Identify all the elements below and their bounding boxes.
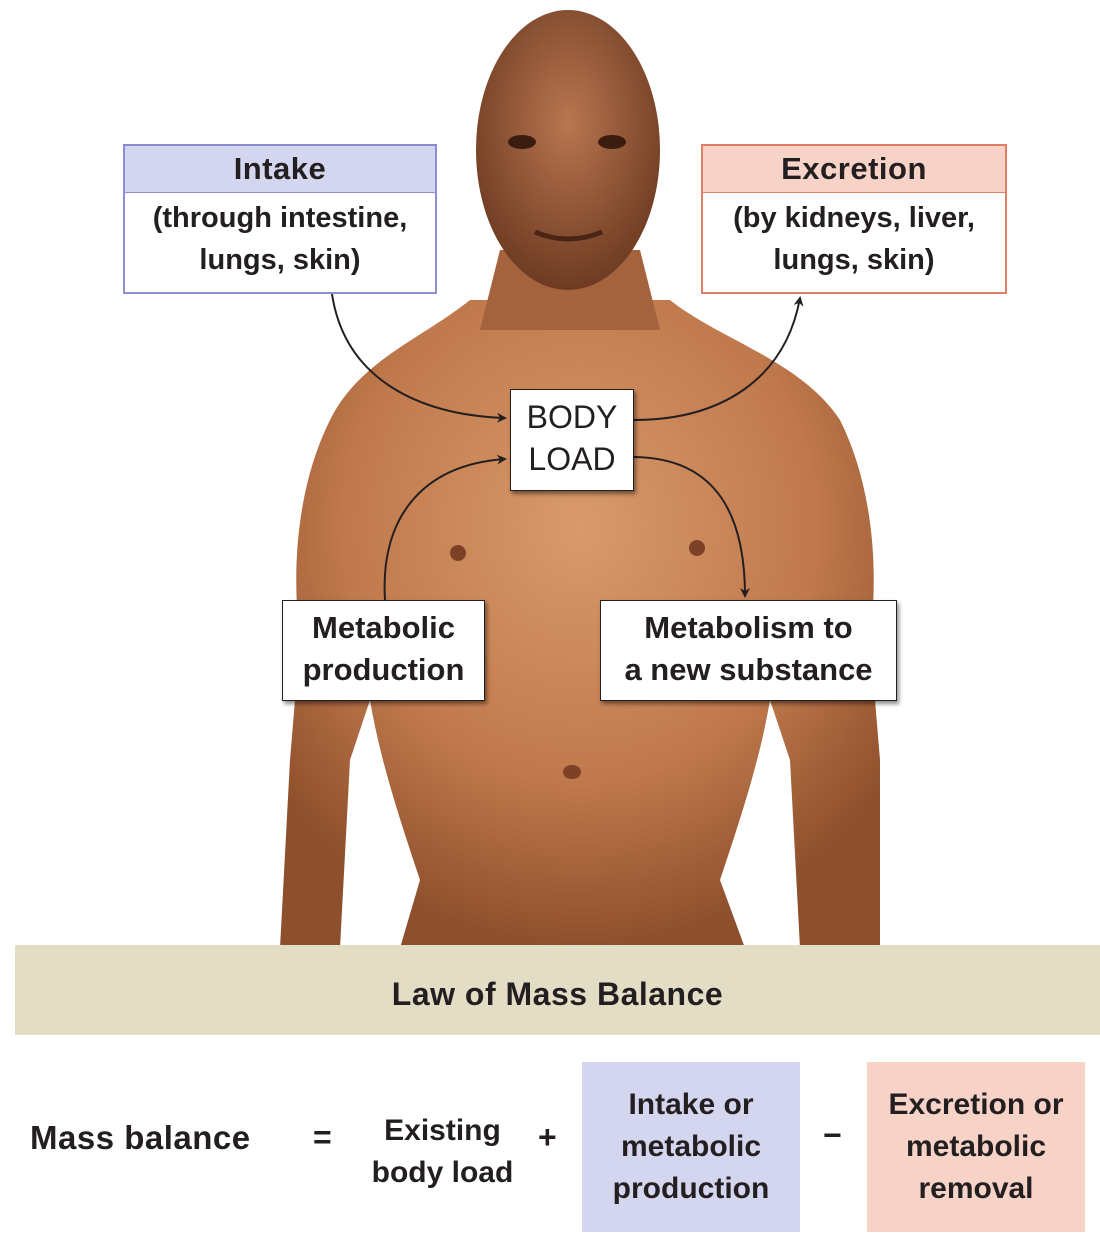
head-shape bbox=[476, 10, 660, 290]
excretion-detail-line2: lungs, skin) bbox=[703, 239, 1005, 281]
mass-balance-panel: Law of Mass Balance Mass balance = Exist… bbox=[15, 945, 1100, 1252]
existing-body-load-term: Existing body load bbox=[350, 1110, 535, 1194]
law-title: Law of Mass Balance bbox=[15, 945, 1100, 1035]
body-load-line1: BODY bbox=[511, 396, 633, 438]
existing-line1: Existing bbox=[350, 1110, 535, 1152]
minus-sign: − bbox=[823, 1114, 842, 1156]
excretion-term-line2: metabolic bbox=[867, 1126, 1085, 1168]
equals-sign: = bbox=[313, 1116, 332, 1158]
excretion-term-line1: Excretion or bbox=[867, 1084, 1085, 1126]
plus-sign: + bbox=[538, 1116, 557, 1158]
body-load-line2: LOAD bbox=[511, 438, 633, 480]
body-figure: Intake (through intestine, lungs, skin) … bbox=[0, 0, 1100, 950]
intake-term-line2: metabolic bbox=[582, 1126, 800, 1168]
intake-detail-line2: lungs, skin) bbox=[125, 239, 435, 281]
excretion-box: Excretion (by kidneys, liver, lungs, ski… bbox=[701, 144, 1007, 294]
body-load-box: BODY LOAD bbox=[510, 389, 634, 491]
intake-production-term: Intake or metabolic production bbox=[582, 1062, 800, 1232]
excretion-title: Excretion bbox=[703, 146, 1005, 193]
metabolism-new-line1: Metabolism to bbox=[601, 607, 896, 649]
excretion-term-line3: removal bbox=[867, 1168, 1085, 1210]
intake-term-line1: Intake or bbox=[582, 1084, 800, 1126]
metabolism-new-substance-box: Metabolism to a new substance bbox=[600, 600, 897, 701]
intake-box: Intake (through intestine, lungs, skin) bbox=[123, 144, 437, 294]
metabolic-production-box: Metabolic production bbox=[282, 600, 485, 701]
excretion-removal-term: Excretion or metabolic removal bbox=[867, 1062, 1085, 1232]
metabolic-production-line1: Metabolic bbox=[283, 607, 484, 649]
mass-balance-label: Mass balance bbox=[30, 1117, 251, 1159]
metabolic-production-line2: production bbox=[283, 649, 484, 691]
existing-line2: body load bbox=[350, 1152, 535, 1194]
metabolism-new-line2: a new substance bbox=[601, 649, 896, 691]
excretion-detail-line1: (by kidneys, liver, bbox=[703, 193, 1005, 239]
intake-detail-line1: (through intestine, bbox=[125, 193, 435, 239]
intake-title: Intake bbox=[125, 146, 435, 193]
intake-term-line3: production bbox=[582, 1168, 800, 1210]
